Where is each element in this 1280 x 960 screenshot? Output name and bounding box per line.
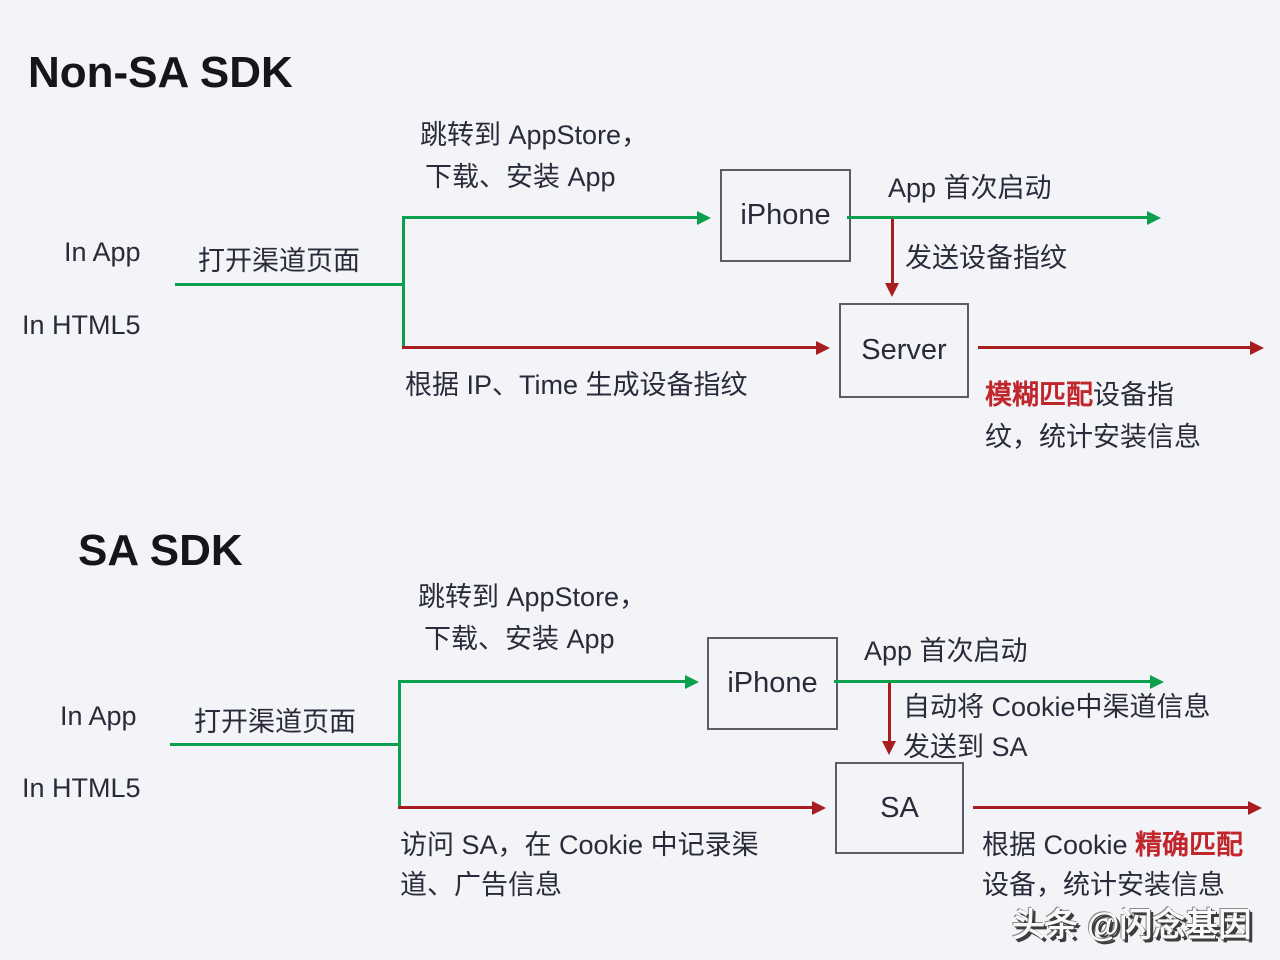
sa-auto-cookie-label-line1: 自动将 Cookie中渠道信息	[903, 692, 1211, 722]
sa-html5-arrow-head	[812, 801, 826, 815]
sa-title: SA SDK	[78, 526, 243, 575]
nonsa-send-fingerprint-label: 发送设备指纹	[905, 243, 1067, 273]
nonsa-in-html5-label: In HTML5	[22, 310, 141, 340]
nonsa-server-label: Server	[861, 334, 947, 366]
nonsa-in-app-label: In App	[64, 237, 141, 267]
nonsa-jump-label-line1: 跳转到 AppStore，	[420, 120, 649, 150]
sa-auto-cookie-label-line2: 发送到 SA	[903, 732, 1028, 762]
nonsa-server-out-line	[978, 346, 1250, 349]
nonsa-split-line	[402, 216, 405, 349]
sa-box-label: SA	[880, 791, 919, 824]
nonsa-first-launch-arrow-head	[1147, 211, 1161, 225]
sa-split-line	[398, 680, 401, 808]
sa-open-channel-label: 打开渠道页面	[194, 707, 356, 737]
sa-install-arrow-head	[685, 675, 699, 689]
nonsa-first-launch-label: App 首次启动	[888, 173, 1052, 203]
sa-in-app-label: In App	[60, 701, 137, 731]
sa-open-channel-line	[170, 743, 401, 746]
nonsa-open-channel-line	[175, 283, 405, 286]
nonsa-open-channel-label: 打开渠道页面	[198, 246, 360, 276]
sa-first-launch-line	[834, 680, 1150, 683]
sa-cookie-match-prefix: 根据 Cookie	[982, 830, 1136, 860]
sa-iphone-label: iPhone	[727, 667, 818, 699]
sa-visit-label-line2: 道、广告信息	[400, 870, 562, 900]
nonsa-server-box: Server	[839, 303, 969, 398]
sa-visit-label-line1: 访问 SA，在 Cookie 中记录渠	[400, 830, 759, 860]
nonsa-send-fingerprint-line	[891, 219, 894, 283]
nonsa-send-fingerprint-arrow-head	[885, 283, 899, 297]
sa-cookie-match-line1: 根据 Cookie 精确匹配	[982, 826, 1243, 865]
nonsa-iphone-label: iPhone	[740, 199, 831, 231]
nonsa-match-rest: 设备指	[1093, 380, 1174, 410]
nonsa-install-arrow-line	[402, 216, 697, 219]
sa-html5-arrow-line	[398, 806, 812, 809]
nonsa-html5-arrow-head	[816, 341, 830, 355]
nonsa-match-label-line2: 纹，统计安装信息	[985, 422, 1201, 452]
sa-send-cookie-arrow-head	[882, 741, 896, 755]
sa-in-html5-label: In HTML5	[22, 773, 141, 803]
sa-install-arrow-line	[398, 680, 685, 683]
nonsa-server-out-arrow-head	[1250, 341, 1264, 355]
sa-first-launch-label: App 首次启动	[864, 636, 1028, 666]
nonsa-iphone-box: iPhone	[720, 169, 851, 262]
sa-first-launch-arrow-head	[1150, 675, 1164, 689]
nonsa-match-label-line1: 模糊匹配设备指	[985, 376, 1174, 415]
watermark-text: 头条 @闪念基因	[1012, 906, 1252, 943]
nonsa-install-arrow-head	[697, 211, 711, 225]
sa-cookie-match-line2: 设备，统计安装信息	[982, 870, 1225, 900]
sa-jump-label-line1: 跳转到 AppStore，	[418, 582, 647, 612]
nonsa-generate-fingerprint-label: 根据 IP、Time 生成设备指纹	[405, 370, 748, 400]
nonsa-first-launch-line	[847, 216, 1147, 219]
sa-cookie-match-highlight: 精确匹配	[1135, 830, 1244, 860]
sa-jump-label-line2: 下载、安装 App	[424, 624, 615, 654]
sa-box: SA	[835, 762, 964, 854]
sa-out-arrow-head	[1248, 801, 1262, 815]
nonsa-jump-label-line2: 下载、安装 App	[425, 162, 616, 192]
sa-iphone-box: iPhone	[707, 637, 838, 730]
nonsa-html5-arrow-line	[402, 346, 816, 349]
sa-send-cookie-line	[888, 683, 891, 741]
sa-out-line	[973, 806, 1248, 809]
nonsa-title: Non-SA SDK	[28, 48, 293, 97]
nonsa-match-highlight: 模糊匹配	[985, 380, 1093, 410]
